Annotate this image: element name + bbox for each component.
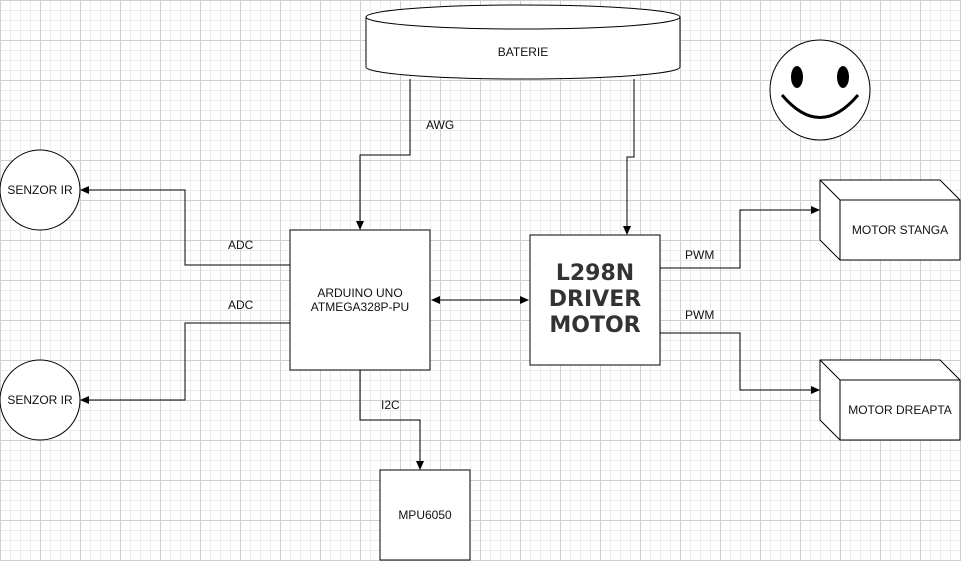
- arduino-label-line2: ATMEGA328P-PU: [310, 300, 410, 314]
- arduino-label-line1: ARDUINO UNO: [317, 286, 403, 300]
- battery-shape: [365, 4, 681, 80]
- sensor-top-label: SENZOR IR: [7, 183, 73, 197]
- motor-right-shape: [819, 359, 961, 441]
- arduino-box: [289, 229, 431, 371]
- driver-node: L298N DRIVER MOTOR: [530, 235, 660, 365]
- battery-label: BATERIE: [497, 45, 549, 59]
- driver-label-line1: L298N: [555, 261, 635, 286]
- sensor-bottom-label: SENZOR IR: [7, 393, 73, 407]
- edge-battery-driver: [623, 79, 635, 235]
- motor-left-label: MOTOR STANGA: [851, 223, 949, 237]
- mpu-label: MPU6050: [398, 508, 452, 522]
- edge-label-awg: AWG: [426, 118, 455, 132]
- edge-label-pwm-top: PWM: [685, 248, 715, 262]
- motor-left-shape: [819, 179, 961, 261]
- driver-label-line3: MOTOR: [549, 313, 641, 338]
- driver-box: [529, 234, 661, 366]
- edge-label-pwm-bottom: PWM: [685, 308, 715, 322]
- edge-label-adc-top: ADC: [228, 238, 254, 252]
- edge-label-adc-bottom: ADC: [228, 298, 254, 312]
- edge-arduino-mpu: [359, 370, 424, 470]
- driver-label-line2: DRIVER: [548, 287, 642, 312]
- edge-label-i2c: I2C: [381, 398, 400, 412]
- smiley-icon: [769, 39, 871, 141]
- arduino-node: ARDUINO UNO ATMEGA328P-PU: [290, 230, 430, 370]
- motor-right-label: MOTOR DREAPTA: [848, 403, 952, 417]
- edge-battery-arduino: [356, 79, 411, 230]
- edge-arduino-sensor-top: [80, 186, 290, 266]
- edge-arduino-sensor-bottom: [80, 322, 290, 404]
- edge-driver-motor-left: [660, 206, 820, 269]
- mpu-box: [379, 469, 471, 561]
- edge-driver-motor-right: [660, 332, 820, 394]
